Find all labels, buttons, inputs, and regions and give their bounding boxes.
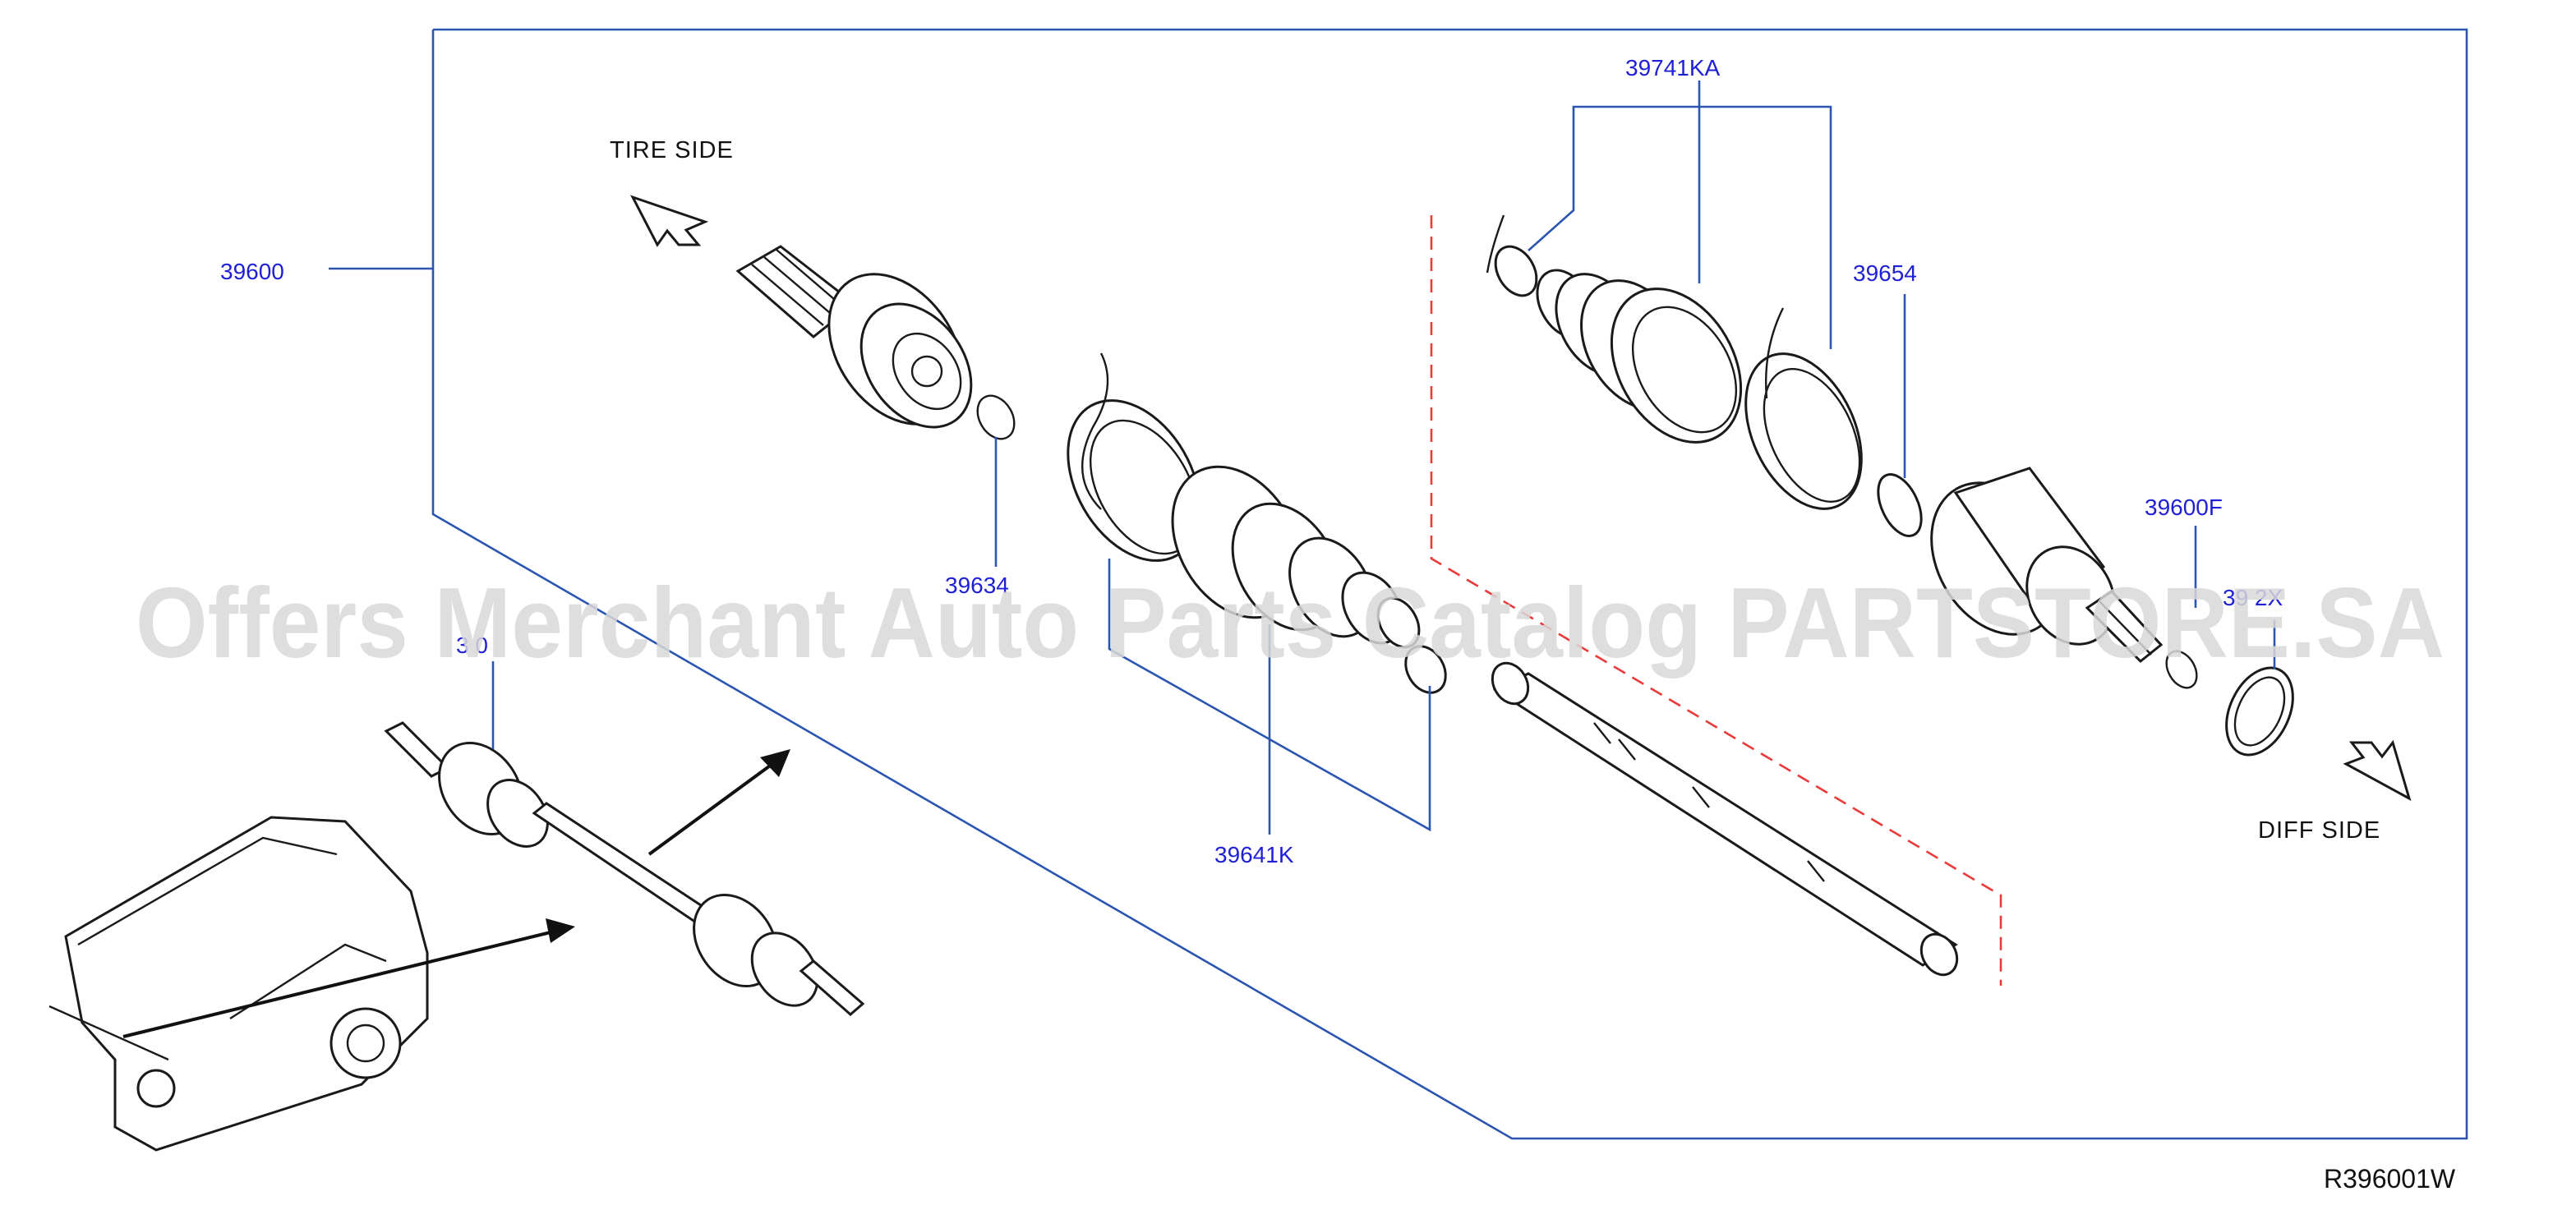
part-label-39100: 3 0 — [456, 632, 488, 658]
diff-side-arrow-icon — [2343, 739, 2412, 802]
part-label-39600: 39600 — [220, 259, 284, 284]
part-label-39641k: 39641K — [1214, 842, 1294, 867]
leader-39741ka — [1528, 80, 1832, 349]
side-label-tire: TIRE SIDE — [610, 137, 734, 163]
seal-ring — [2225, 666, 2294, 757]
inner-cv-housing-39600f — [1930, 467, 2164, 664]
side-label-diff: DIFF SIDE — [2258, 817, 2380, 844]
snap-ring-39634 — [976, 394, 1016, 440]
inner-assembly-boundary — [1430, 215, 2002, 986]
vehicle-inset-icon — [48, 816, 429, 1152]
reference-code: R396001W — [2324, 1164, 2456, 1194]
part-label-3962x: 39 2X — [2223, 585, 2283, 610]
part-label-39634: 39634 — [945, 573, 1009, 598]
shaft-assembly-inset — [384, 721, 865, 1016]
small-boot-band-outer — [1404, 645, 1447, 694]
assembly-frame — [431, 28, 2468, 1140]
inner-band-large-39741ka — [1744, 307, 1863, 510]
snap-ring-39654 — [1877, 473, 1923, 537]
outer-boot-39641k — [1171, 465, 1421, 649]
part-label-39741ka: 39741KA — [1625, 55, 1721, 80]
circlip — [2165, 650, 2198, 689]
inner-band-small-39741ka — [1486, 214, 1538, 297]
inner-boot — [1536, 269, 1743, 444]
leader-39641k — [1108, 559, 1431, 835]
part-label-39654: 39654 — [1853, 260, 1917, 286]
pointer-arrow-lower-icon — [122, 918, 575, 1038]
outer-cv-joint — [735, 245, 973, 429]
watermark: Offers Merchant Auto Parts Catalog PARTS… — [136, 567, 2445, 678]
tire-side-arrow-icon — [629, 195, 709, 247]
drive-shaft — [1491, 661, 1959, 977]
part-label-39600f: 39600F — [2145, 494, 2223, 520]
boot-band-outer — [1067, 352, 1201, 562]
pointer-arrow-upper-icon — [647, 749, 790, 856]
